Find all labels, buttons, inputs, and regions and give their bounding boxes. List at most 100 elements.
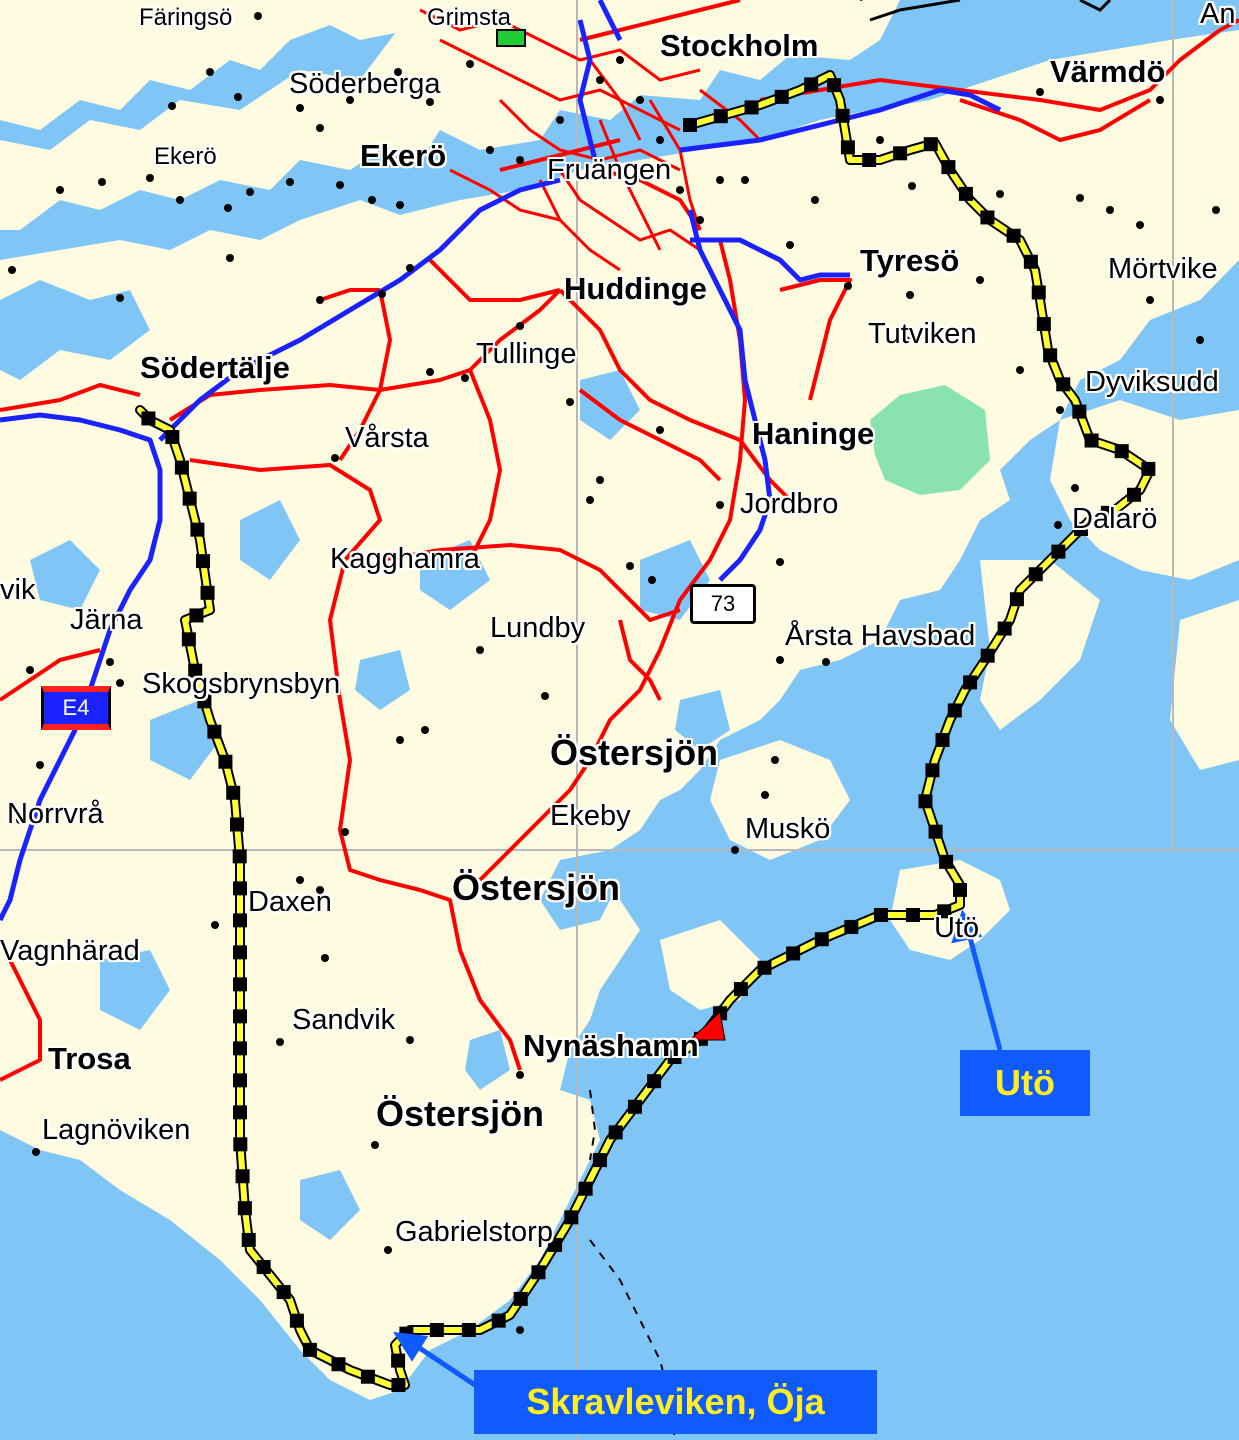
- place-dot: [731, 846, 739, 854]
- place-dot: [761, 791, 769, 799]
- place-dot: [26, 666, 34, 674]
- route-marker: [873, 908, 888, 922]
- route-marker: [814, 932, 829, 947]
- route-marker: [905, 908, 920, 922]
- place-label-faringso: Färingsö: [139, 4, 233, 31]
- route-marker: [835, 108, 850, 123]
- place-dot: [996, 190, 1004, 198]
- place-label-uto-map: Utö: [934, 912, 980, 944]
- place-dot: [908, 182, 916, 190]
- place-dot: [516, 1326, 524, 1334]
- route-marker: [233, 1041, 247, 1056]
- place-dot: [321, 954, 329, 962]
- place-label-mortvike: Mörtvike: [1108, 253, 1218, 285]
- tyreso-motorway: [690, 237, 850, 283]
- place-dot: [176, 196, 184, 204]
- place-dot: [406, 264, 414, 272]
- place-dot: [676, 186, 684, 194]
- place-label-musko: Muskö: [745, 813, 831, 845]
- road-e4-south: [0, 648, 101, 702]
- place-label-jarna: Järna: [70, 604, 143, 636]
- place-dot: [276, 1038, 284, 1046]
- route-marker: [947, 703, 962, 718]
- route-marker: [233, 1009, 247, 1024]
- route-marker: [548, 1237, 563, 1252]
- place-label-ostersjon-3: Östersjön: [376, 1093, 545, 1134]
- place-dot: [626, 562, 634, 570]
- road-lundby: [618, 619, 662, 701]
- route-marker: [207, 724, 222, 739]
- e4-west: [0, 412, 163, 922]
- route-marker: [997, 621, 1012, 636]
- place-dot: [516, 322, 524, 330]
- route-marker: [667, 1049, 682, 1064]
- place-dot: [541, 692, 549, 700]
- place-label-tutviken: Tutviken: [868, 318, 977, 350]
- road-huddinge-haninge: [558, 288, 741, 442]
- place-dot: [16, 816, 24, 824]
- place-dot: [1056, 406, 1064, 414]
- lake-2: [30, 540, 100, 610]
- route-marker: [233, 977, 247, 992]
- place-dot: [876, 136, 884, 144]
- route-marker: [233, 945, 247, 960]
- route-marker: [1074, 521, 1089, 536]
- place-dot: [616, 56, 624, 64]
- place-label-varmdo: Värmdö: [1050, 54, 1166, 89]
- place-dot: [596, 76, 604, 84]
- place-dot: [1076, 194, 1084, 202]
- place-dot: [394, 68, 402, 76]
- route-marker: [1127, 487, 1142, 502]
- place-dot: [336, 181, 344, 189]
- route-marker: [733, 982, 748, 997]
- place-dot: [516, 156, 524, 164]
- lake-8: [100, 950, 170, 1030]
- green-marker: [496, 29, 526, 47]
- route-marker: [235, 1169, 250, 1184]
- road-inner-3: [578, 388, 722, 482]
- route-marker: [461, 1323, 476, 1337]
- place-dot: [1036, 88, 1044, 96]
- route-marker: [683, 118, 697, 132]
- place-dot: [771, 756, 779, 764]
- route-marker: [302, 1342, 317, 1357]
- route-marker: [958, 186, 973, 201]
- place-dot: [786, 241, 794, 249]
- route-marker: [918, 794, 933, 809]
- route-marker: [564, 1210, 579, 1225]
- land-north-west: [0, 0, 420, 130]
- place-dot: [254, 12, 262, 20]
- place-dot: [426, 368, 434, 376]
- route-marker: [578, 1181, 593, 1196]
- place-dot: [1071, 484, 1079, 492]
- lake-3: [150, 700, 220, 780]
- road-inner-1: [428, 258, 561, 302]
- route-marker: [1023, 254, 1038, 269]
- place-dot: [741, 176, 749, 184]
- place-dot: [1212, 206, 1220, 214]
- route-marker: [893, 146, 908, 161]
- callout-skravleviken: Skravleviken, Öja: [474, 1370, 877, 1434]
- place-dot: [116, 294, 124, 302]
- e4-shield-label: E4: [62, 695, 90, 720]
- place-label-tullinge: Tullinge: [476, 338, 577, 370]
- route-marker: [391, 1353, 406, 1368]
- road-inner-5: [499, 138, 621, 172]
- place-label-huddinge: Huddinge: [564, 271, 707, 306]
- place-dot: [421, 726, 429, 734]
- park-area: [870, 385, 990, 495]
- place-dot: [1054, 521, 1062, 529]
- road-trosa: [0, 939, 42, 1082]
- place-dot: [906, 291, 914, 299]
- place-dot: [378, 290, 386, 298]
- place-dot: [116, 679, 124, 687]
- place-dot: [396, 736, 404, 744]
- place-dot: [146, 174, 154, 182]
- route-marker: [174, 460, 189, 475]
- place-dot: [224, 204, 232, 212]
- route-marker: [233, 1073, 247, 1088]
- land-north-center: [0, 0, 900, 230]
- route-marker: [188, 663, 203, 678]
- place-label-haninge: Haninge: [752, 416, 875, 451]
